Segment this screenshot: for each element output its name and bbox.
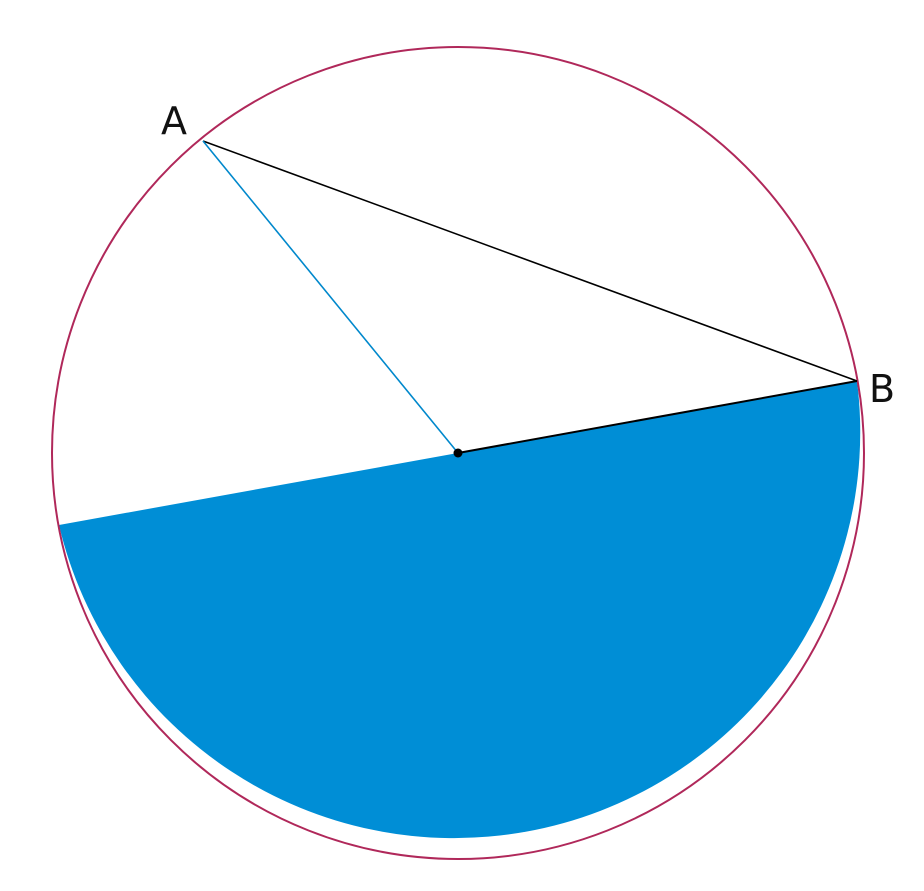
chord-ab — [202, 140, 858, 382]
point-label-a: A — [161, 99, 187, 143]
radius-to-a — [202, 140, 459, 454]
shaded-semicircle — [59, 381, 861, 839]
circle-outline — [51, 46, 865, 860]
center-point — [453, 448, 463, 458]
radius-to-b — [457, 380, 858, 454]
point-label-b: B — [869, 367, 895, 411]
